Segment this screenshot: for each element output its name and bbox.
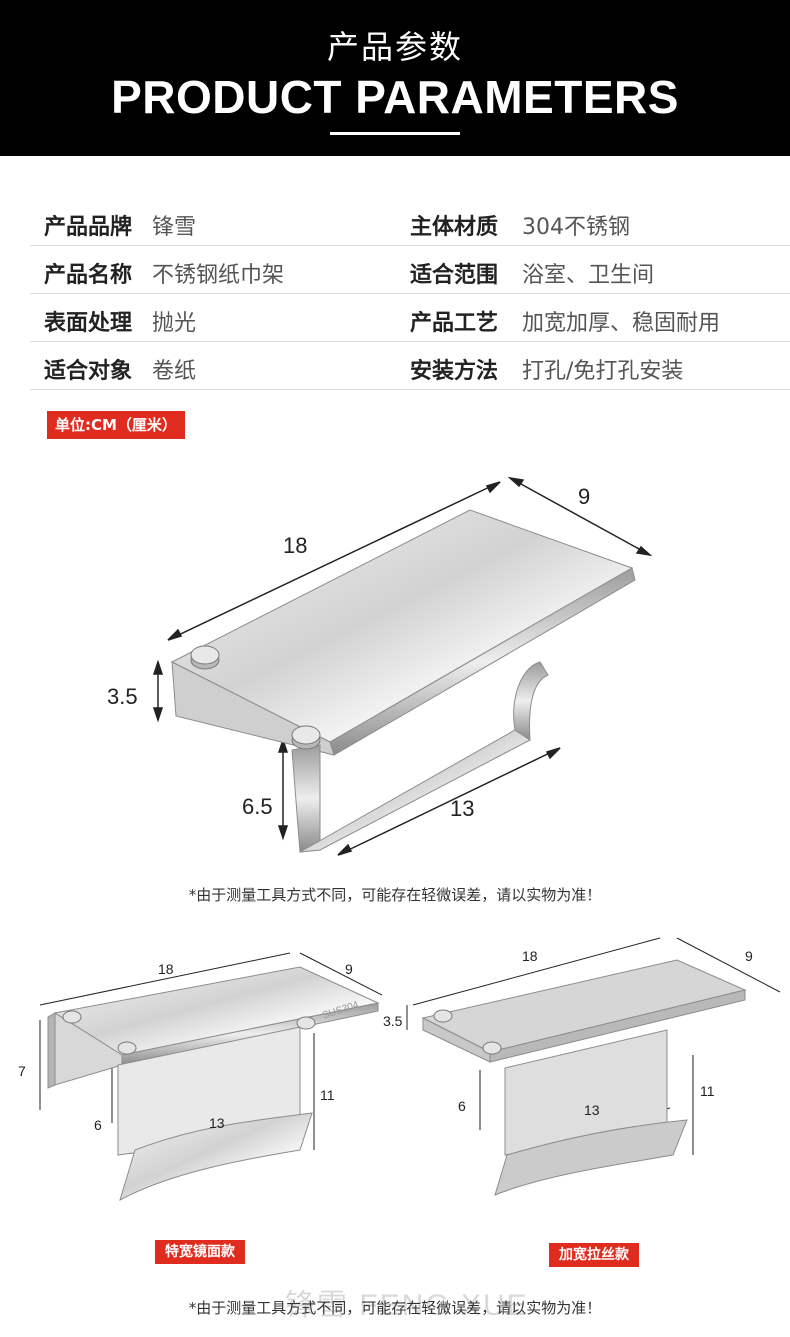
param-key: 产品工艺 xyxy=(410,311,499,336)
header-banner: 产品参数 PRODUCT PARAMETERS xyxy=(0,0,790,156)
variant-a-length-label: 18 xyxy=(158,961,174,977)
main-arm-length-label: 13 xyxy=(450,796,475,821)
title-en: PRODUCT PARAMETERS xyxy=(111,71,679,123)
param-row: 产品名称 不锈钢纸巾架 适合范围 浴室、卫生间 xyxy=(30,246,790,294)
parameters-table: 产品品牌 锋雪 主体材质 304不锈钢 产品名称 不锈钢纸巾架 适合范围 浴室、… xyxy=(30,198,790,390)
param-row: 适合对象 卷纸 安装方法 打孔/免打孔安装 xyxy=(30,342,790,390)
variant-b-shelf-height-label: 3.5 xyxy=(383,1013,403,1029)
param-value: 锋雪 xyxy=(152,215,197,240)
variant-b-diagram xyxy=(406,937,781,1196)
variant-a-arm-length-label: 13 xyxy=(209,1115,225,1131)
variant-b-depth-label: 9 xyxy=(745,948,753,964)
unit-badge: 单位:CM（厘米） xyxy=(47,411,185,439)
variant-b-arm-length-label: 13 xyxy=(584,1102,600,1118)
main-arm-height-label: 6.5 xyxy=(242,794,273,819)
measurement-note-bottom: *由于测量工具方式不同，可能存在轻微误差，请以实物为准！ xyxy=(188,1299,602,1317)
variant-b-label: 加宽拉丝款 xyxy=(549,1243,639,1267)
param-key: 产品品牌 xyxy=(44,215,133,240)
variant-a-total-height-label: 7 xyxy=(18,1063,26,1079)
variant-b-length-label: 18 xyxy=(522,948,538,964)
param-key: 主体材质 xyxy=(410,215,499,240)
variant-b-cover-height-label: 11 xyxy=(700,1083,715,1099)
measurement-note: *由于测量工具方式不同，可能存在轻微误差，请以实物为准！ xyxy=(188,886,602,904)
param-value: 加宽加厚、稳固耐用 xyxy=(522,311,721,336)
brand-watermark: 锋雪 FENG XUE xyxy=(285,1289,529,1322)
main-shelf-height-label: 3.5 xyxy=(107,684,138,709)
variant-b-arm-height-label: 6 xyxy=(458,1098,466,1114)
param-key: 适合范围 xyxy=(410,263,499,288)
param-key: 适合对象 xyxy=(44,359,133,384)
main-depth-label: 9 xyxy=(578,484,591,509)
title-cn: 产品参数 xyxy=(326,28,463,66)
variant-a-cover-height-label: 11 xyxy=(320,1087,335,1103)
variant-a-depth-label: 9 xyxy=(345,961,353,977)
variant-a-arm-height-label: 6 xyxy=(94,1117,102,1133)
variant-a-diagram xyxy=(39,952,383,1202)
param-value: 浴室、卫生间 xyxy=(522,263,655,288)
param-key: 安装方法 xyxy=(410,359,499,384)
main-length-label: 18 xyxy=(283,533,308,558)
param-key: 产品名称 xyxy=(44,263,133,288)
param-key: 表面处理 xyxy=(44,311,133,336)
param-row: 产品品牌 锋雪 主体材质 304不锈钢 xyxy=(30,198,790,246)
param-value: 打孔/免打孔安装 xyxy=(522,359,684,384)
variant-a-label: 特宽镜面款 xyxy=(155,1240,245,1264)
param-row: 表面处理 抛光 产品工艺 加宽加厚、稳固耐用 xyxy=(30,294,790,342)
param-value: 不锈钢纸巾架 xyxy=(152,263,285,288)
param-value: 304不锈钢 xyxy=(522,215,630,240)
param-value: 卷纸 xyxy=(152,359,197,384)
title-underline xyxy=(330,132,460,135)
main-product-diagram xyxy=(152,476,653,856)
param-value: 抛光 xyxy=(152,311,197,336)
